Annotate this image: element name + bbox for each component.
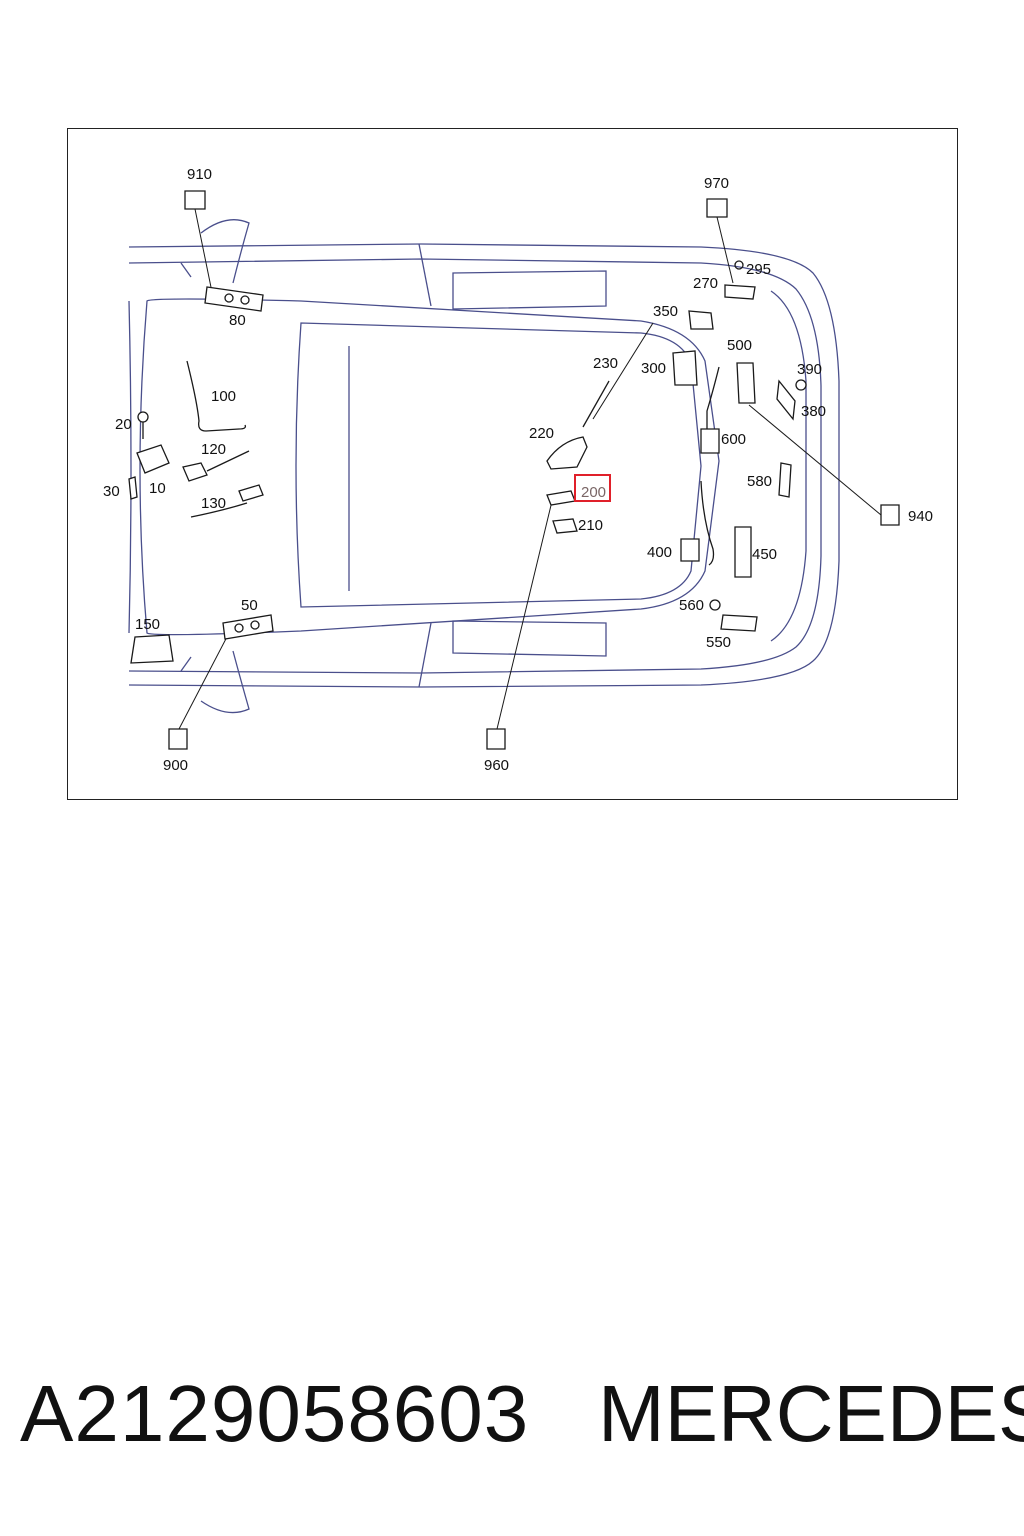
label-450[interactable]: 450 <box>752 546 777 563</box>
component-450-plate[interactable] <box>734 526 752 578</box>
component-350-module[interactable] <box>688 310 714 330</box>
component-220-antenna-cover[interactable] <box>546 436 588 470</box>
component-500-plate[interactable] <box>736 362 756 404</box>
part-number: A2129058603 <box>20 1369 530 1458</box>
label-900[interactable]: 900 <box>163 757 188 774</box>
car-body-outline <box>128 219 840 714</box>
label-500[interactable]: 500 <box>727 337 752 354</box>
component-600-module[interactable] <box>700 366 720 454</box>
label-295[interactable]: 295 <box>746 261 771 278</box>
ref-symbol-970 <box>706 198 728 218</box>
label-390[interactable]: 390 <box>797 361 822 378</box>
component-560-nut[interactable] <box>709 599 721 611</box>
component-380-clip[interactable] <box>776 379 796 421</box>
label-940[interactable]: 940 <box>908 508 933 525</box>
highlight-box <box>574 474 611 502</box>
label-80[interactable]: 80 <box>229 312 246 329</box>
label-150[interactable]: 150 <box>135 616 160 633</box>
component-400-unit[interactable] <box>680 480 715 566</box>
component-580-connector[interactable] <box>778 462 792 498</box>
label-600[interactable]: 600 <box>721 431 746 448</box>
label-970[interactable]: 970 <box>704 175 729 192</box>
component-390-nut[interactable] <box>795 379 807 391</box>
ref-symbol-960 <box>486 728 506 750</box>
label-300[interactable]: 300 <box>641 360 666 377</box>
label-960[interactable]: 960 <box>484 757 509 774</box>
component-300-amplifier[interactable] <box>672 350 698 386</box>
diagram-frame: 910 970 295 270 80 350 230 500 300 390 3… <box>67 128 958 800</box>
label-230[interactable]: 230 <box>593 355 618 372</box>
label-200[interactable]: 200 <box>581 484 606 501</box>
label-210[interactable]: 210 <box>578 517 603 534</box>
component-200-antenna-base[interactable] <box>546 490 576 506</box>
label-50[interactable]: 50 <box>241 597 258 614</box>
label-20[interactable]: 20 <box>115 416 132 433</box>
component-150-module[interactable] <box>130 634 174 664</box>
label-350[interactable]: 350 <box>653 303 678 320</box>
parts-diagram: 910 970 295 270 80 350 230 500 300 390 3… <box>103 166 933 774</box>
component-20-screw[interactable] <box>137 411 149 439</box>
brand-name: MERCEDES <box>598 1369 1024 1458</box>
label-910[interactable]: 910 <box>187 166 212 183</box>
component-50-bracket[interactable] <box>222 614 274 640</box>
component-230-antenna-rod[interactable] <box>582 380 610 428</box>
part-labels: 910 970 295 270 80 350 230 500 300 390 3… <box>103 166 933 774</box>
ref-symbol-910 <box>184 190 206 210</box>
label-400[interactable]: 400 <box>647 544 672 561</box>
label-10[interactable]: 10 <box>149 480 166 497</box>
footer: A2129058603 MERCEDES <box>20 1368 1024 1468</box>
label-130[interactable]: 130 <box>201 495 226 512</box>
label-580[interactable]: 580 <box>747 473 772 490</box>
label-30[interactable]: 30 <box>103 483 120 500</box>
component-550-bracket[interactable] <box>720 614 758 632</box>
label-120[interactable]: 120 <box>201 441 226 458</box>
component-130-cable[interactable] <box>190 484 264 518</box>
ref-symbol-940 <box>880 504 900 526</box>
label-380[interactable]: 380 <box>801 403 826 420</box>
label-220[interactable]: 220 <box>529 425 554 442</box>
label-100[interactable]: 100 <box>211 388 236 405</box>
component-120-gps-antenna[interactable] <box>182 450 250 482</box>
leader-lines <box>178 208 882 730</box>
label-550[interactable]: 550 <box>706 634 731 651</box>
component-80-bracket[interactable] <box>204 286 264 312</box>
label-560[interactable]: 560 <box>679 597 704 614</box>
component-100-cable[interactable] <box>186 360 247 432</box>
component-10-control-unit[interactable] <box>128 444 170 500</box>
ref-symbol-900 <box>168 728 188 750</box>
label-270[interactable]: 270 <box>693 275 718 292</box>
component-210-seal[interactable] <box>552 518 578 534</box>
component-270-bracket[interactable] <box>724 260 756 300</box>
